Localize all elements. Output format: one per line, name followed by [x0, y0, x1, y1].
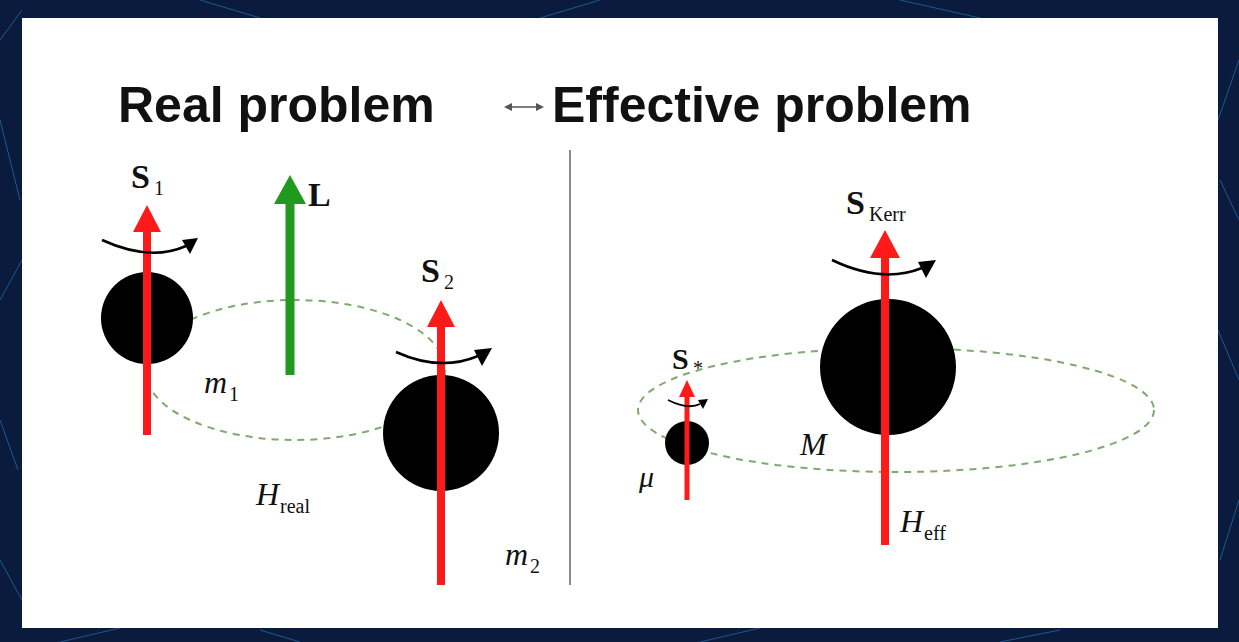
subscript: 2 — [444, 272, 454, 292]
arrowhead — [679, 380, 695, 397]
spin-arrow — [881, 255, 889, 545]
subscript: 1 — [229, 384, 239, 404]
subscript: Kerr — [869, 204, 906, 224]
spin-arrow — [143, 228, 151, 435]
panel-heading: Real problem — [118, 80, 435, 130]
rotation-arrow — [102, 240, 186, 253]
hamiltonian-symbol: H — [900, 505, 923, 537]
rotation-arrow — [396, 352, 478, 363]
arrowhead — [274, 175, 306, 204]
vector-symbol: S — [131, 160, 150, 194]
mass-symbol: M — [800, 428, 827, 460]
arrowhead — [698, 399, 708, 409]
white-panel — [22, 18, 1218, 628]
mass-symbol: μ — [639, 462, 654, 492]
vector-symbol: S — [672, 344, 689, 374]
spin-arrow — [437, 322, 445, 585]
vector-symbol: L — [308, 178, 331, 212]
mass-symbol: m — [505, 538, 528, 570]
mass-symbol: m — [204, 366, 227, 398]
vector-symbol: S — [421, 254, 440, 288]
rotation-arrow — [832, 260, 922, 274]
arrowhead — [182, 238, 198, 254]
arrowhead — [918, 260, 936, 278]
subscript: * — [693, 358, 703, 378]
spin-arrow — [685, 395, 690, 500]
arrowhead — [427, 300, 455, 327]
subscript: 1 — [154, 178, 164, 198]
divider-line — [569, 150, 571, 585]
rotation-arrow — [668, 400, 700, 406]
arrowhead — [870, 230, 900, 258]
arrowhead — [133, 205, 161, 232]
hamiltonian-symbol: H — [256, 478, 279, 510]
angular-momentum-arrow — [286, 200, 295, 375]
subscript: 2 — [530, 556, 540, 576]
correspondence-arrow — [504, 103, 544, 111]
subscript: eff — [924, 523, 946, 543]
arrowhead — [474, 348, 492, 366]
vector-symbol: S — [846, 186, 865, 220]
panel-heading: Effective problem — [552, 80, 972, 130]
subscript: real — [280, 496, 310, 516]
